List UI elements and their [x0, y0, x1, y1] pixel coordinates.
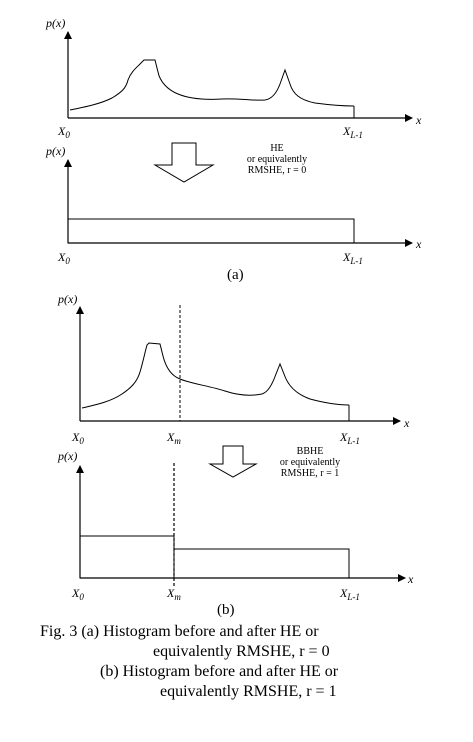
- panel-b-bottom-xm-label: Xm: [167, 586, 181, 602]
- panel-a-bottom-xl-label: XL-1: [343, 250, 363, 266]
- panel-a-original-curve: [69, 59, 355, 111]
- panel-b-top-xlabel: x: [404, 416, 410, 430]
- caption-line-1: Fig. 3 (a) Histogram before and after HE…: [40, 623, 319, 640]
- panel-b-transform-arrow: [208, 445, 258, 478]
- panel-a-transform-arrow: [153, 142, 215, 183]
- caption-line-2: equivalently RMSHE, r = 0: [153, 643, 330, 660]
- panel-a-equalized-histogram: [64, 159, 413, 247]
- panel-a-arrow-note: HE or equivalently RMSHE, r = 0: [246, 143, 308, 176]
- panel-b-bottom-xlabel: x: [408, 572, 414, 586]
- panel-b-original-histogram: [76, 305, 401, 425]
- panel-a-bottom-xlabel: x: [416, 237, 422, 251]
- caption-line-3: (b) Histogram before and after HE or: [100, 663, 339, 680]
- panel-b-top-xm-label: Xm: [167, 430, 181, 446]
- caption-line-4: equivalently RMSHE, r = 1: [160, 683, 337, 700]
- panel-a-top-xlabel: x: [416, 113, 422, 127]
- panel-b-equalized-histogram: [76, 463, 406, 588]
- panel-b-top-xl-label: XL-1: [340, 430, 360, 446]
- panel-a-top-xl-label: XL-1: [343, 124, 363, 140]
- panel-b-original-curve: [81, 342, 350, 409]
- panel-a-label: (a): [227, 267, 244, 283]
- panel-b-label: (b): [217, 602, 235, 618]
- panel-b-lower-sub-histogram: [79, 535, 175, 579]
- panel-a-top-x0-label: X0: [58, 124, 70, 140]
- panel-a-bottom-x0-label: X0: [58, 250, 70, 266]
- panel-b-top-x0-label: X0: [72, 430, 84, 446]
- panel-a-original-histogram: [64, 31, 413, 122]
- panel-b-bottom-ylabel: p(x): [58, 449, 78, 463]
- panel-a-bottom-ylabel: p(x): [46, 144, 66, 158]
- figure-caption: Fig. 3 (a) Histogram before and after HE…: [40, 622, 465, 702]
- panel-b-upper-sub-histogram: [173, 548, 350, 579]
- panel-a-uniform-histogram: [67, 218, 355, 244]
- panel-b-bottom-xl-label: XL-1: [340, 586, 360, 602]
- panel-b-top-ylabel: p(x): [58, 292, 78, 306]
- panel-b-arrow-note: BBHE or equivalently RMSHE, r = 1: [279, 446, 341, 479]
- panel-a-top-ylabel: p(x): [46, 16, 66, 30]
- panel-b-bottom-x0-label: X0: [72, 586, 84, 602]
